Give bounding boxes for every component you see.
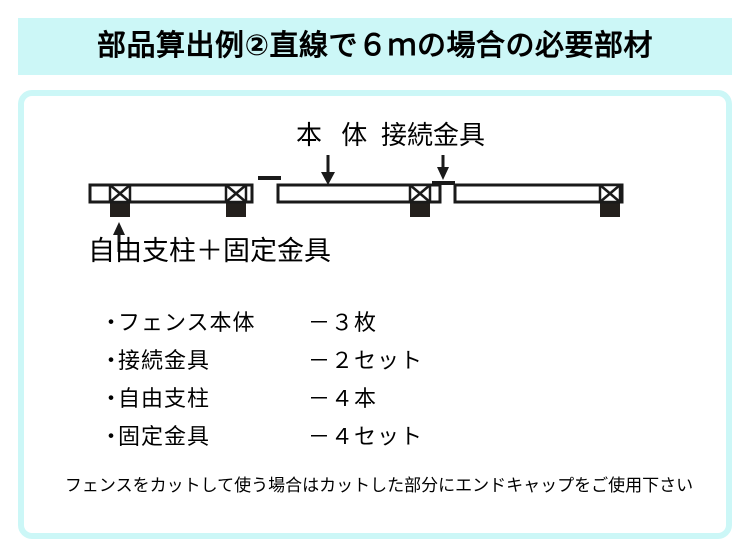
list-item-name: フェンス本体 xyxy=(118,310,256,335)
label-body: 本 体 xyxy=(296,120,374,150)
list-item-name: 固定金具 xyxy=(118,424,211,449)
list-item-qty: －３枚 xyxy=(308,310,378,335)
list-bullet: ・ xyxy=(100,386,123,411)
parts-list: ・ フェンス本体 －３枚 ・ 接続金具 －２セット ・ 自由支柱 －４本 ・ 固… xyxy=(100,305,520,457)
list-item: ・ 自由支柱 －４本 xyxy=(100,381,520,419)
page-title-band: 部品算出例②直線で６ｍの場合の必要部材 xyxy=(18,18,732,75)
footer-note: フェンスをカットして使う場合はカットした部分にエンドキャップをご使用下さい xyxy=(64,476,694,495)
label-connector: 接続金具 xyxy=(381,120,486,150)
label-post-and-bracket: 自由支柱＋固定金具 xyxy=(88,236,331,266)
page-title: 部品算出例②直線で６ｍの場合の必要部材 xyxy=(96,30,654,62)
list-bullet: ・ xyxy=(100,310,123,335)
list-item: ・ フェンス本体 －３枚 xyxy=(100,305,520,343)
list-item-qty: －２セット xyxy=(308,348,424,373)
list-bullet: ・ xyxy=(100,348,123,373)
list-item: ・ 接続金具 －２セット xyxy=(100,343,520,381)
list-item: ・ 固定金具 －４セット xyxy=(100,419,520,457)
content-panel xyxy=(18,90,732,539)
list-item-name: 自由支柱 xyxy=(118,386,211,411)
list-item-qty: －４本 xyxy=(308,386,378,411)
list-item-qty: －４セット xyxy=(308,424,424,449)
list-item-name: 接続金具 xyxy=(118,348,211,373)
list-bullet: ・ xyxy=(100,424,123,449)
